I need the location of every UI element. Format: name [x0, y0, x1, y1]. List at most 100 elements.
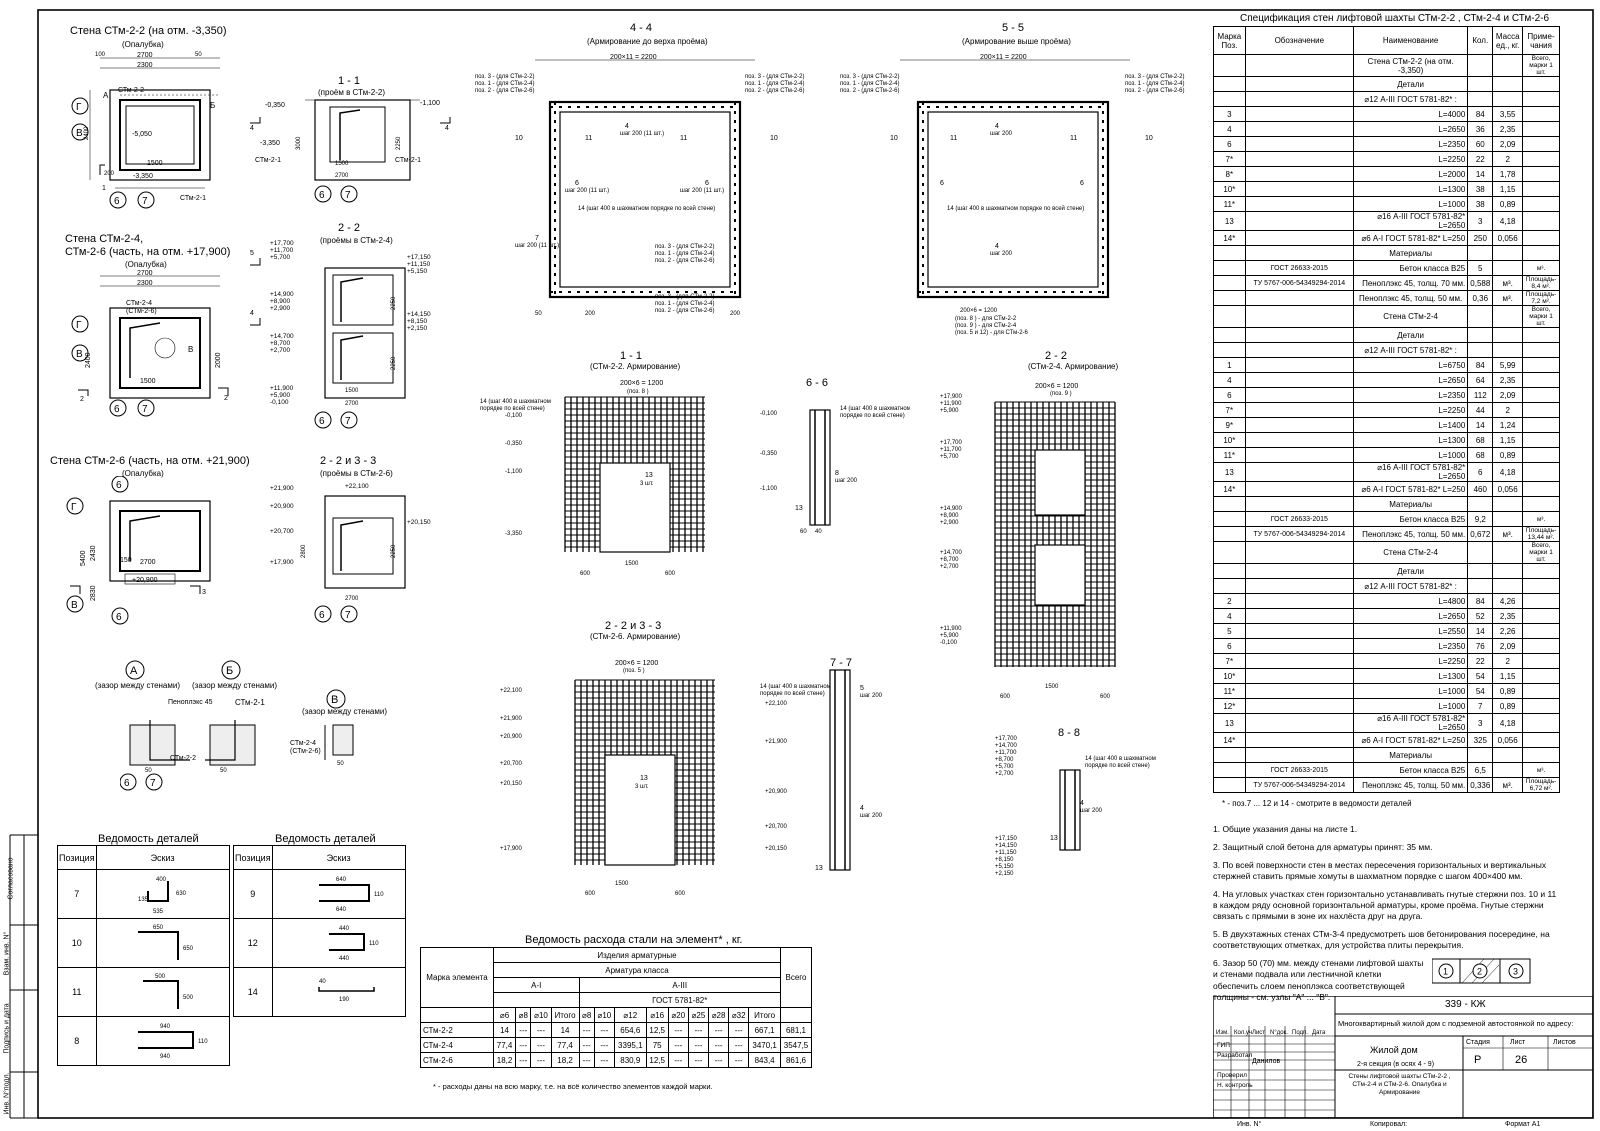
spec-cell	[1213, 541, 1246, 564]
svg-text:+20,150: +20,150	[765, 846, 788, 852]
svg-text:+20,900: +20,900	[500, 734, 523, 740]
svg-text:шаг 200: шаг 200	[990, 131, 1013, 137]
stamp-col: Кол.уч	[1234, 1030, 1252, 1036]
stamp-inv: Инв. N°	[1237, 1121, 1262, 1128]
spec-cell: м³.	[1492, 526, 1524, 542]
svg-text:Г: Г	[76, 320, 82, 331]
svg-text:+14,700: +14,700	[995, 743, 1018, 749]
svg-text:13: 13	[645, 472, 653, 479]
svg-text:поз. 1 - (для СТм-2-4): поз. 1 - (для СТм-2-4)	[475, 81, 535, 87]
spec-cell	[1244, 91, 1354, 107]
spec-cell	[1244, 76, 1354, 92]
spec-cell	[1522, 136, 1560, 152]
steel-cell: ---	[578, 1037, 595, 1053]
steel-h-class: Арматура класса	[493, 962, 781, 978]
svg-text:+14,700: +14,700	[940, 550, 963, 556]
rebar-22-drawing: 200×6 = 1200 (поз. 9 ) +17,900+11,900+5,…	[940, 383, 1116, 700]
svg-text:шаг 200 (11 шт.): шаг 200 (11 шт.)	[565, 188, 609, 194]
spec-cell: 54	[1467, 683, 1494, 699]
node-b-letter: Б	[226, 665, 233, 677]
svg-text:+5,150: +5,150	[995, 864, 1014, 870]
spec-footnote: * - поз.7 ... 12 и 14 - смотрите в ведом…	[1222, 799, 1412, 808]
svg-text:А: А	[103, 91, 109, 100]
spec-cell	[1522, 342, 1560, 358]
spec-cell	[1213, 526, 1246, 542]
spec-cell: Всего, марки 1 шт.	[1522, 54, 1560, 77]
section-11-subtitle: (проём в СТм-2-2)	[318, 88, 385, 97]
spec-cell: Площадь- 7,2 м².	[1522, 290, 1560, 306]
spec-cell: 1,15	[1492, 668, 1524, 684]
spec-cell: 325	[1467, 732, 1494, 748]
details2-title: Ведомость деталей	[275, 833, 376, 845]
steel-cell: ---	[667, 1022, 689, 1038]
spec-row: Материалы	[1213, 747, 1560, 763]
spec-cell: Материалы	[1352, 245, 1469, 261]
steel-cell: 14	[492, 1022, 517, 1038]
svg-text:200: 200	[104, 171, 115, 177]
svg-text:+21,900: +21,900	[270, 485, 294, 492]
spec-cell	[1492, 245, 1524, 261]
spec-cell	[1467, 54, 1494, 77]
svg-text:В: В	[76, 128, 83, 139]
steel-col-header: ⌀28	[707, 1007, 730, 1023]
svg-text:+2,150: +2,150	[995, 871, 1014, 877]
rebar-11-subtitle: (СТм-2-2. Армирование)	[590, 362, 681, 371]
spec-cell	[1244, 481, 1354, 497]
spec-cell: Всего, марки 1 шт.	[1522, 541, 1560, 564]
spec-cell: ⌀12 А-III ГОСТ 5781-82* :	[1352, 91, 1469, 107]
node-a-letter: А	[130, 665, 138, 677]
spec-cell: 6	[1213, 638, 1246, 654]
pour-sequence-diagram: 1 2 3	[1432, 958, 1531, 984]
svg-text:6: 6	[114, 404, 120, 415]
svg-text:шаг 200 (11 шт.): шаг 200 (11 шт.)	[515, 243, 559, 249]
rebar-11-title: 1 - 1	[620, 350, 643, 362]
svg-text:2250: 2250	[396, 136, 402, 150]
svg-text:(СТм-2-6): (СТм-2-6)	[126, 308, 157, 315]
spec-cell	[1492, 342, 1524, 358]
svg-text:4: 4	[995, 243, 999, 250]
steel-cell: 14	[550, 1022, 580, 1038]
spec-cell	[1213, 290, 1246, 306]
svg-text:(поз. 5 и 12) - для СТм-2-6: (поз. 5 и 12) - для СТм-2-6	[955, 330, 1029, 336]
spec-cell: L=4800	[1352, 593, 1469, 609]
spec-cell	[1213, 245, 1246, 261]
svg-text:11: 11	[1070, 135, 1077, 142]
svg-text:поз. 2 - (для СТм-2-6): поз. 2 - (для СТм-2-6)	[745, 88, 805, 94]
svg-text:6: 6	[319, 416, 325, 427]
svg-text:+20,700: +20,700	[765, 824, 788, 830]
svg-text:СТм-2-1: СТм-2-1	[395, 157, 421, 164]
steel-cell: СТм-2-2	[420, 1022, 494, 1038]
spec-cell: Площадь- 13,44 м².	[1522, 526, 1560, 542]
spec-cell: 0,89	[1492, 683, 1524, 699]
spec-cell	[1522, 402, 1560, 418]
rebar-mesh	[994, 401, 1116, 667]
spec-cell: 4,18	[1492, 462, 1524, 482]
spec-cell	[1467, 327, 1494, 343]
rebar-88-drawing: +17,700+14,700+11,700 +8,700+5,700+2,700…	[995, 736, 1156, 877]
svg-text:+11,700: +11,700	[995, 750, 1017, 756]
formwork-24-subtitle: (Опалубка)	[125, 260, 167, 269]
rebar-55-title: 5 - 5	[1002, 22, 1025, 34]
stamp-col: N°док.	[1270, 1030, 1288, 1036]
spec-cell	[1244, 290, 1354, 306]
svg-text:1500: 1500	[345, 388, 359, 394]
spec-cell: 2,09	[1492, 387, 1524, 403]
rebar-55-subtitle: (Армирование выше проёма)	[962, 37, 1071, 46]
steel-col-header: ⌀12	[613, 1007, 647, 1023]
stamp-stage-header: Стадия	[1466, 1039, 1490, 1046]
spec-cell	[1522, 387, 1560, 403]
general-notes: 1. Общие указания даны на листе 1.2. Защ…	[1213, 824, 1558, 1010]
spec-cell	[1522, 747, 1560, 763]
spec-cell: 2	[1492, 151, 1524, 167]
spec-cell	[1244, 698, 1354, 714]
steel-col-header: ⌀10	[593, 1007, 615, 1023]
spec-cell	[1213, 275, 1246, 291]
spec-cell	[1522, 181, 1560, 197]
spec-cell	[1522, 732, 1560, 748]
spec-cell: L=2250	[1352, 653, 1469, 669]
